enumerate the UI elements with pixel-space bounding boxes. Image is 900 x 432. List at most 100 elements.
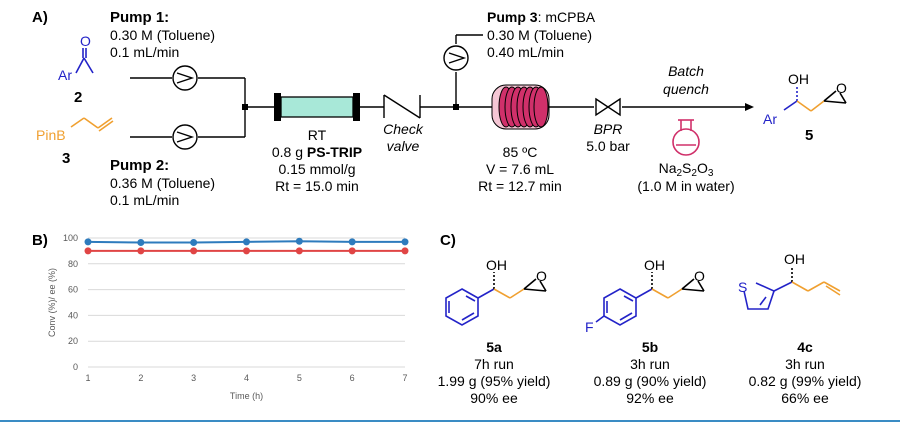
pump3-symbol xyxy=(443,45,469,71)
product-5-oh: OH xyxy=(788,71,809,87)
series-2-point xyxy=(348,247,356,255)
product-5b-f: F xyxy=(585,319,594,335)
x-tick-label: 6 xyxy=(350,373,355,383)
bpr-label: BPR xyxy=(594,121,623,137)
product-5a-oh: OH xyxy=(486,257,507,273)
y-axis-label: Conv (%)/ ee (%) xyxy=(47,268,57,337)
quench-flask xyxy=(672,119,700,156)
column-amount: 0.8 g PS-TRIP xyxy=(272,144,362,160)
check-valve-line2: valve xyxy=(387,138,420,154)
series-2-point xyxy=(401,247,409,255)
reagent-2-oxygen: O xyxy=(80,33,91,49)
product-5a-o: O xyxy=(536,268,547,284)
product-5b-id: 5b xyxy=(642,339,658,355)
y-tick-label: 80 xyxy=(68,259,78,269)
pump3-conc: 0.30 M (Toluene) xyxy=(487,27,592,43)
pump1-flow: 0.1 mL/min xyxy=(110,44,179,60)
series-2-point xyxy=(190,247,198,255)
column-rt: Rt = 15.0 min xyxy=(275,178,359,194)
pump1-title: Pump 1: xyxy=(110,9,169,26)
reagent-2-structure xyxy=(75,48,94,74)
y-tick-label: 60 xyxy=(68,285,78,295)
coil-volume: V = 7.6 mL xyxy=(486,161,554,177)
column-temp: RT xyxy=(308,127,327,143)
product-5a-caption: 5a 7h run 1.99 g (95% yield) 90% ee xyxy=(438,339,551,406)
section-label-c: C) xyxy=(440,232,456,249)
x-tick-label: 5 xyxy=(297,373,302,383)
coil-temp: 85 ºC xyxy=(503,144,538,160)
series-2-point xyxy=(84,247,92,255)
coil-reactor xyxy=(491,84,550,130)
mixer-junction xyxy=(242,104,248,110)
x-tick-label: 2 xyxy=(138,373,143,383)
outlet-arrowhead xyxy=(745,103,754,111)
quench-line1: Batch xyxy=(668,63,704,79)
pump2-symbol xyxy=(172,124,198,150)
quench-reagent: Na2S2O3 xyxy=(659,160,714,179)
x-tick-label: 7 xyxy=(402,373,407,383)
section-label-b: B) xyxy=(32,232,48,249)
product-5a-run: 7h run xyxy=(474,356,514,372)
packed-bed-column xyxy=(274,93,360,121)
pump1-conc: 0.30 M (Toluene) xyxy=(110,27,215,43)
section-label-a: A) xyxy=(32,9,48,26)
product-5b-structure xyxy=(595,272,705,326)
y-tick-label: 20 xyxy=(68,336,78,346)
product-5-o: O xyxy=(836,80,847,96)
product-5-ar: Ar xyxy=(763,111,777,127)
product-5b-ee: 92% ee xyxy=(626,390,674,406)
check-valve-line1: Check xyxy=(383,121,424,137)
product-5a-structure xyxy=(445,272,547,326)
column-loading: 0.15 mmol/g xyxy=(278,161,355,177)
pump1-symbol xyxy=(172,65,198,91)
series-1-point xyxy=(243,238,250,246)
series-1-point xyxy=(348,238,356,246)
product-4c-amount: 0.82 g (99% yield) xyxy=(749,373,862,389)
quench-line2: quench xyxy=(663,81,709,97)
coil-rt: Rt = 12.7 min xyxy=(478,178,562,194)
product-4c-s: S xyxy=(738,279,747,295)
reagent-3-pinb: PinB xyxy=(36,127,66,143)
pump2-flow: 0.1 mL/min xyxy=(110,192,179,208)
bpr-symbol xyxy=(595,97,621,117)
bpr-pressure: 5.0 bar xyxy=(586,138,630,154)
product-5-structure xyxy=(783,86,847,112)
series-1-point xyxy=(84,238,92,246)
x-tick-label: 3 xyxy=(191,373,196,383)
product-5-number: 5 xyxy=(805,127,813,144)
product-4c-oh: OH xyxy=(784,251,805,267)
quench-conc: (1.0 M in water) xyxy=(637,178,734,194)
reagent-3-structure xyxy=(70,117,114,132)
product-5b-caption: 5b 3h run 0.89 g (90% yield) 92% ee xyxy=(594,339,707,406)
series-1-point xyxy=(190,239,198,247)
product-5a-id: 5a xyxy=(486,339,502,355)
pump2-title: Pump 2: xyxy=(110,157,169,174)
product-5a-ee: 90% ee xyxy=(470,390,518,406)
product-4c-ee: 66% ee xyxy=(781,390,829,406)
series-1-point xyxy=(137,239,145,247)
x-axis-label: Time (h) xyxy=(230,391,263,401)
check-valve-symbol xyxy=(383,94,421,119)
series-1-point xyxy=(295,237,303,245)
series-1-point xyxy=(401,238,409,246)
series-2-point xyxy=(243,247,250,255)
product-5b-oh: OH xyxy=(644,257,665,273)
product-5b-run: 3h run xyxy=(630,356,670,372)
pump3-label: Pump 3: mCPBA xyxy=(487,9,596,25)
product-5b-o: O xyxy=(694,268,705,284)
mcpba-junction xyxy=(453,104,459,110)
y-tick-label: 40 xyxy=(68,310,78,320)
series-2-point xyxy=(295,247,303,255)
product-4c-id: 4c xyxy=(797,339,813,355)
tubing xyxy=(130,34,745,138)
x-tick-label: 4 xyxy=(244,373,249,383)
product-5a-amount: 1.99 g (95% yield) xyxy=(438,373,551,389)
product-4c-structure xyxy=(743,266,841,310)
y-tick-label: 0 xyxy=(73,362,78,372)
product-4c-run: 3h run xyxy=(785,356,825,372)
pump3-flow: 0.40 mL/min xyxy=(487,44,564,60)
y-tick-label: 100 xyxy=(63,233,78,243)
